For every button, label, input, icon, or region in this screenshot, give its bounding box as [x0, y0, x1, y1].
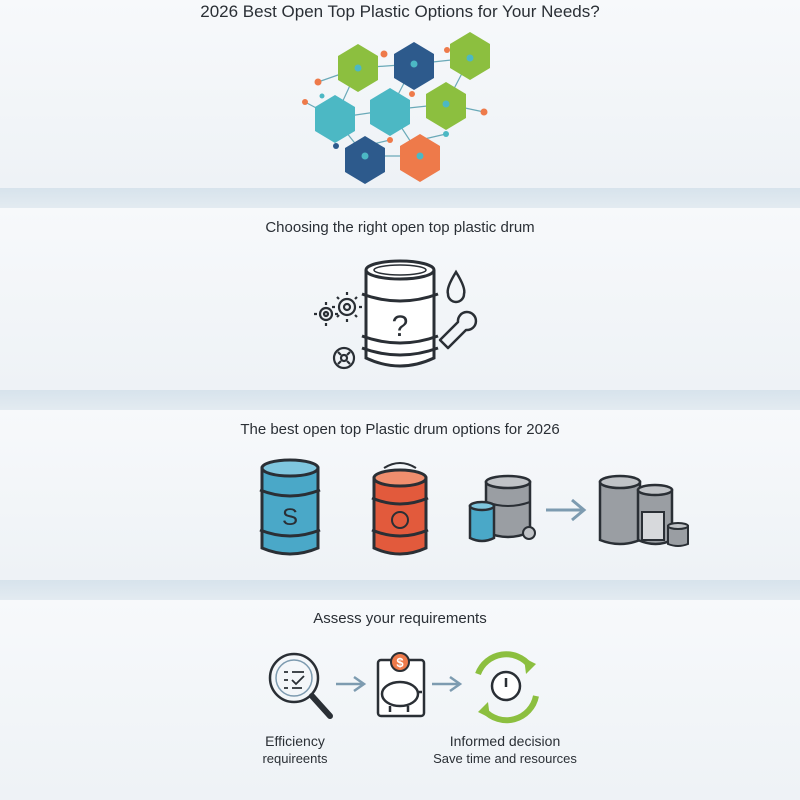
recycle-icon: [391, 511, 409, 529]
connector-icon: [332, 346, 356, 370]
grey-drum-stack: [598, 474, 689, 547]
arrow-right-icon: [546, 498, 587, 522]
water-drop-icon: [446, 269, 466, 304]
section-divider: [0, 390, 800, 410]
caption-informed: Informed decision Save time and resource…: [420, 733, 590, 767]
red-drum: [371, 462, 429, 556]
hexagon-navy-bottom: [345, 136, 385, 184]
blue-drum: S: [259, 458, 321, 556]
section-divider: [0, 580, 800, 600]
cycle-clock-icon: [475, 651, 539, 724]
grey-drum-group: [468, 474, 536, 543]
caption-informed-line1: Informed decision: [449, 733, 561, 749]
valve-icon: [522, 526, 536, 540]
question-drum-illustration: ?: [314, 259, 478, 370]
section-divider: [0, 188, 800, 208]
gears-icon: [314, 292, 362, 326]
drum-options-illustration: S: [259, 458, 689, 556]
choosing-title: Choosing the right open top plastic drum: [265, 219, 535, 236]
hexagon-network-illustration: [302, 32, 490, 184]
caption-efficiency: Efficiency requireents: [240, 733, 350, 767]
question-mark-icon: ?: [392, 310, 409, 343]
assess-illustration: $: [268, 651, 539, 724]
magnifier-checklist-icon: [268, 652, 333, 719]
dollar-s-icon: S: [282, 504, 298, 531]
page-title: 2026 Best Open Top Plastic Options for Y…: [200, 2, 600, 21]
caption-efficiency-line1: Efficiency: [265, 733, 325, 749]
caption-efficiency-line2: requireents: [262, 751, 328, 766]
best-options-title: The best open top Plastic drum options f…: [240, 421, 560, 438]
box-icon: [641, 511, 665, 541]
piggy-bank-icon: $: [376, 652, 426, 718]
caption-informed-line2: Save time and resources: [433, 751, 577, 766]
coin-dollar-icon: $: [396, 655, 404, 670]
arrow-right-icon: [336, 675, 367, 693]
assess-title: Assess your requirements: [313, 610, 487, 627]
wrench-icon: [438, 310, 478, 350]
arrow-right-icon: [432, 675, 463, 693]
